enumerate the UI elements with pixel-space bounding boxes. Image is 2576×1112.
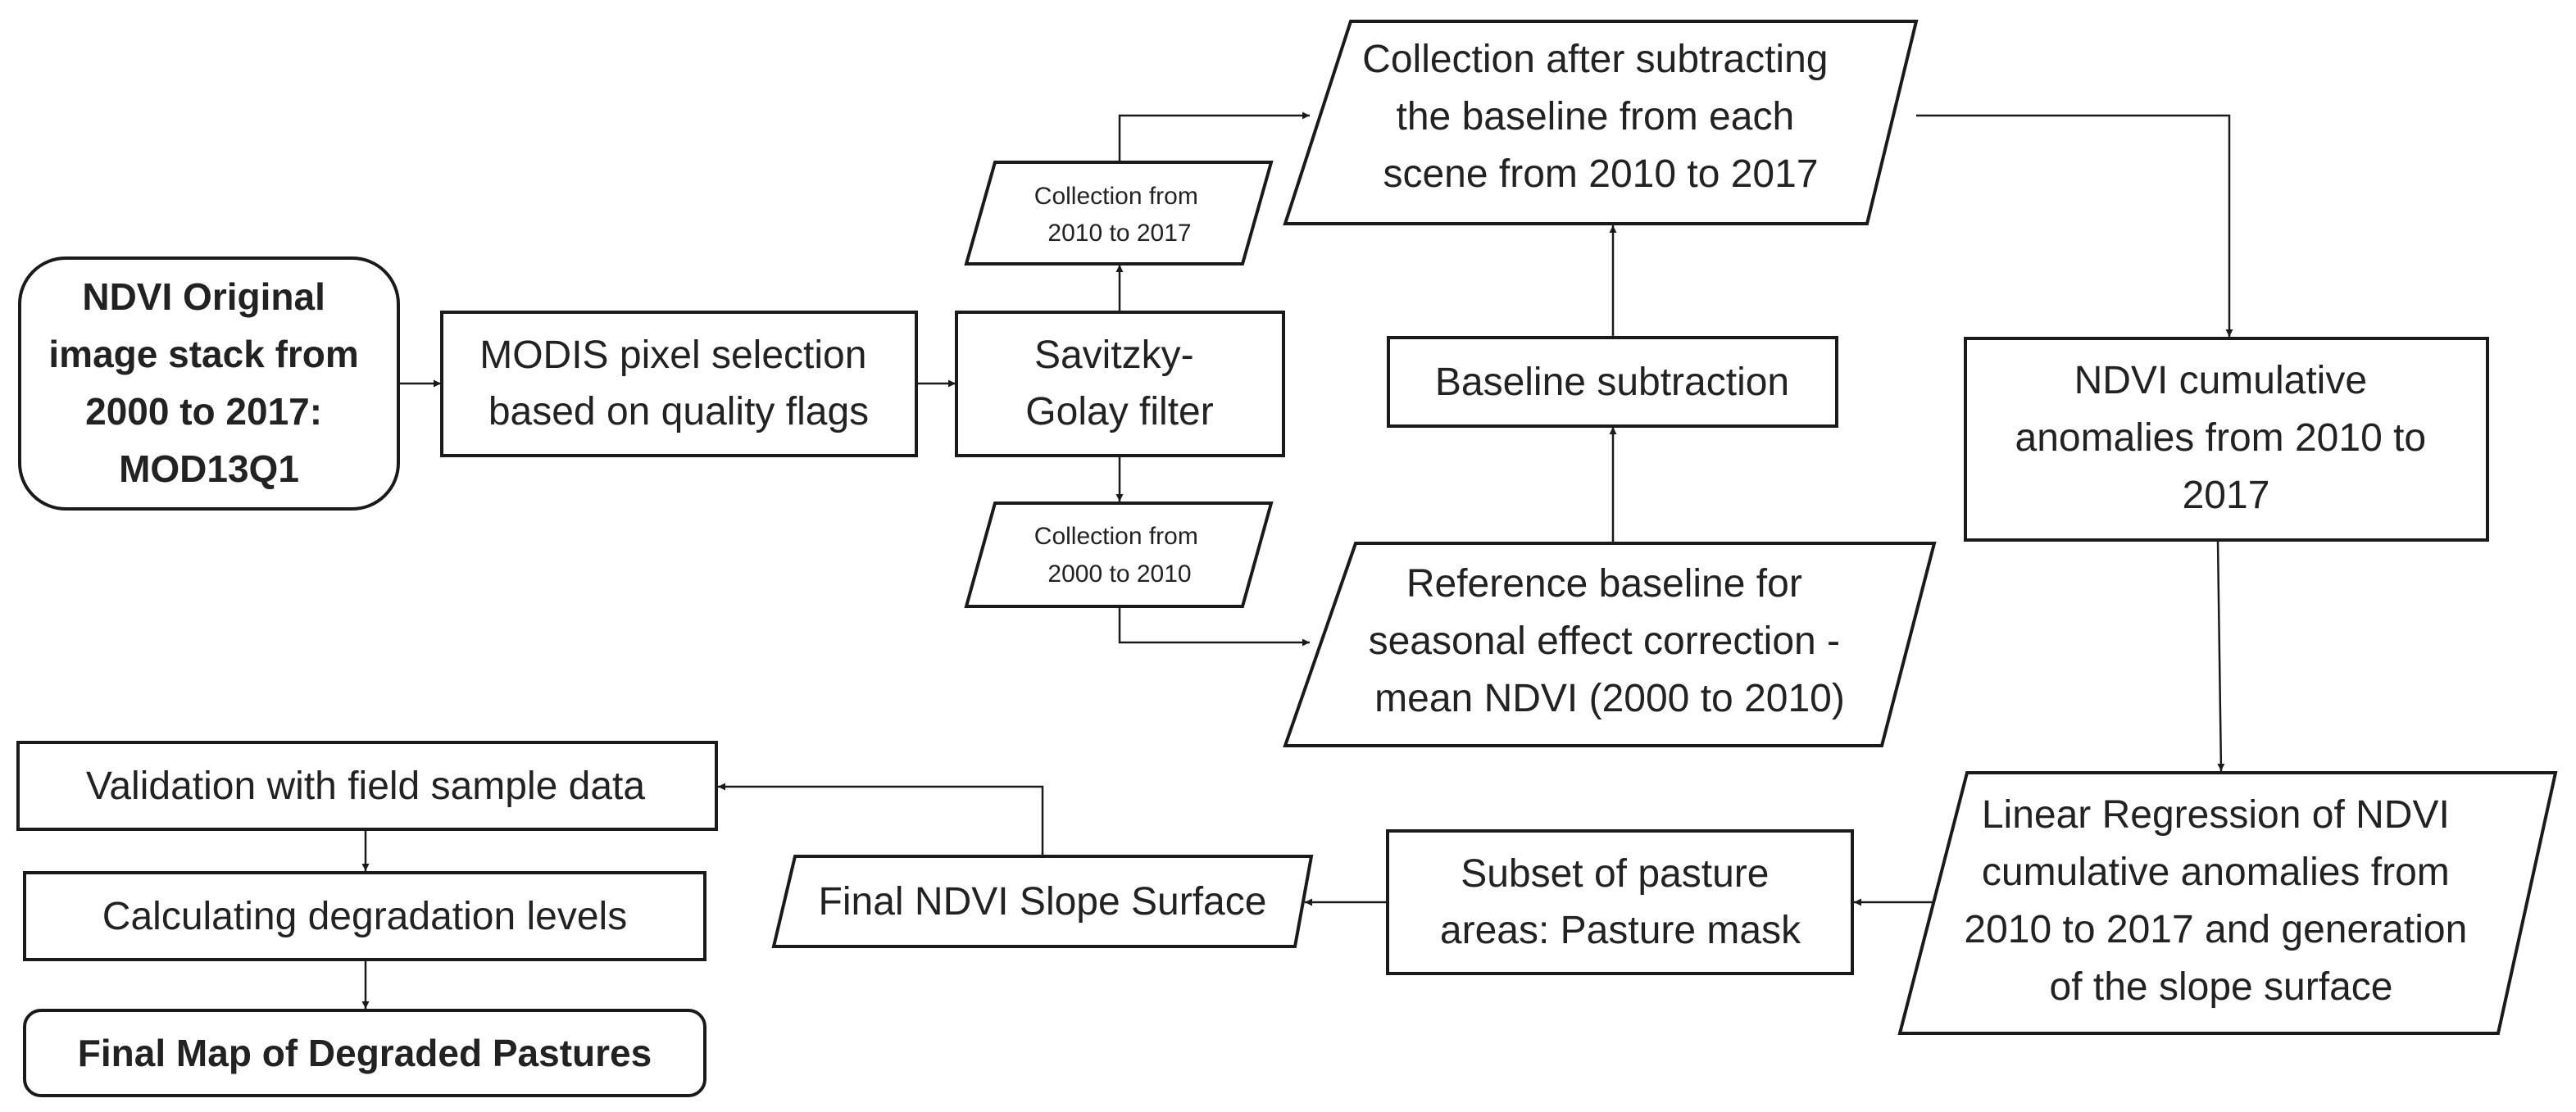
node-collection-2010-2017: Collection from 2010 to 2017	[964, 161, 1274, 266]
arrow-collection-after-to-cumulative-anomalies	[1916, 114, 2233, 337]
svg-text:Savitzky- Golay filter: Savitzky- Golay filter	[1025, 334, 1213, 433]
cumulative-anomalies-shape	[1964, 337, 2489, 542]
baseline-subtraction-line-1: Baseline subtraction	[1435, 361, 1789, 404]
cumulative-anomalies-line-3: 2017	[2183, 474, 2270, 517]
arrow-final-slope-to-validation	[718, 783, 1044, 856]
pasture-subset-line-1: Subset of pasture	[1461, 852, 1769, 896]
ndvi-original-line-1: NDVI Original	[82, 275, 325, 318]
node-ndvi-original: NDVI Original image stack from 2000 to 2…	[18, 256, 400, 511]
arrow-cumulative-anomalies-to-linear-regression	[2216, 540, 2225, 772]
svg-text:Reference baseline for s: Reference baseline for seasonal effect c…	[1369, 562, 1851, 720]
node-baseline-subtraction: Baseline subtraction	[1387, 336, 1838, 428]
final-slope-surface-shape	[771, 855, 1314, 948]
ndvi-original-line-2: image stack from	[48, 333, 358, 375]
collection-2000-2010-line-1: Collection from	[1034, 523, 1198, 550]
linear-regression-line-3: 2010 to 2017 and generation	[1964, 908, 2467, 951]
collection-2010-2017-line-1: Collection from	[1034, 183, 1198, 210]
svg-text:MODIS pixel selection ba: MODIS pixel selection based on quality f…	[479, 334, 878, 433]
linear-regression-line-2: cumulative anomalies from	[1982, 851, 2450, 894]
node-collection-2000-2010: Collection from 2000 to 2010	[964, 502, 1274, 608]
linear-regression-line-1: Linear Regression of NDVI	[1982, 793, 2450, 837]
svg-text:NDVI cumulative anomalie: NDVI cumulative anomalies from 2010 to 2…	[2015, 359, 2437, 517]
ndvi-original-shape	[18, 256, 400, 511]
node-validation: Validation with field sample data	[16, 741, 718, 831]
savitzky-golay-line-1: Savitzky-	[1034, 334, 1194, 377]
node-reference-baseline: Reference baseline for seasonal effect c…	[1283, 542, 1937, 747]
svg-text:Calculating degradation levels: Calculating degradation levels	[102, 895, 627, 938]
svg-text:Collection from 2000 to: Collection from 2000 to 2010	[1034, 523, 1205, 588]
collection-after-line-2: the baseline from each	[1397, 95, 1795, 138]
arrow-collection-2010-2017-to-collection-after	[1118, 111, 1310, 162]
collection-after-line-1: Collection after subtracting	[1362, 38, 1828, 81]
linear-regression-shape	[1897, 771, 2558, 1035]
degradation-levels-shape	[23, 871, 706, 961]
modis-selection-shape	[440, 311, 918, 457]
reference-baseline-line-2: seasonal effect correction -	[1369, 620, 1840, 663]
node-savitzky-golay: Savitzky- Golay filter	[955, 311, 1285, 457]
svg-text:Validation with field sample d: Validation with field sample data	[86, 765, 645, 808]
final-map-shape	[23, 1009, 706, 1097]
node-collection-after-subtracting: Collection after subtracting the baselin…	[1283, 20, 1919, 225]
baseline-subtraction-shape	[1387, 336, 1838, 428]
node-linear-regression: Linear Regression of NDVI cumulative ano…	[1897, 771, 2558, 1035]
degradation-levels-line-1: Calculating degradation levels	[102, 895, 627, 938]
pasture-subset-line-2: areas: Pasture mask	[1440, 909, 1801, 952]
final-slope-surface-line-1: Final NDVI Slope Surface	[819, 880, 1267, 924]
reference-baseline-shape	[1283, 542, 1937, 747]
linear-regression-line-4: of the slope surface	[2050, 965, 2393, 1009]
collection-2000-2010-shape	[964, 502, 1274, 608]
svg-text:Linear Regression of NDVI: Linear Regression of NDVI cumulative ano…	[1964, 793, 2478, 1009]
savitzky-golay-shape	[955, 311, 1285, 457]
modis-selection-line-2: based on quality flags	[488, 390, 869, 433]
cumulative-anomalies-line-2: anomalies from 2010 to	[2015, 416, 2427, 460]
node-final-map: Final Map of Degraded Pastures	[23, 1009, 706, 1097]
validation-shape	[16, 741, 718, 831]
modis-selection-line-1: MODIS pixel selection	[479, 334, 866, 377]
node-cumulative-anomalies: NDVI cumulative anomalies from 2010 to 2…	[1964, 337, 2489, 542]
svg-text:Final Map of Degraded Pastures: Final Map of Degraded Pastures	[78, 1032, 652, 1074]
svg-text:Final NDVI Slope Surface: Final NDVI Slope Surface	[819, 880, 1267, 924]
svg-text:NDVI Original image stac: NDVI Original image stack from 2000 to 2…	[48, 275, 369, 490]
reference-baseline-line-3: mean NDVI (2000 to 2010)	[1374, 677, 1845, 720]
node-degradation-levels: Calculating degradation levels	[23, 871, 706, 961]
arrow-collection-2000-2010-to-reference-baseline	[1118, 607, 1310, 647]
svg-text:Baseline subtraction: Baseline subtraction	[1435, 361, 1789, 404]
collection-after-line-3: scene from 2010 to 2017	[1383, 152, 1818, 196]
node-pasture-subset: Subset of pasture areas: Pasture mask	[1386, 829, 1854, 975]
ndvi-original-line-3: 2000 to 2017:	[85, 390, 322, 433]
reference-baseline-line-1: Reference baseline for	[1406, 562, 1802, 606]
cumulative-anomalies-line-1: NDVI cumulative	[2074, 359, 2367, 402]
pasture-subset-shape	[1386, 829, 1854, 975]
svg-text:Subset of pasture areas:: Subset of pasture areas: Pasture mask	[1440, 852, 1801, 952]
collection-2010-2017-line-2: 2010 to 2017	[1047, 220, 1191, 247]
final-map-line-1: Final Map of Degraded Pastures	[78, 1032, 652, 1074]
savitzky-golay-line-2: Golay filter	[1025, 390, 1213, 433]
node-modis-selection: MODIS pixel selection based on quality f…	[440, 311, 918, 457]
svg-text:Collection from 2010 to: Collection from 2010 to 2017	[1034, 183, 1205, 247]
validation-line-1: Validation with field sample data	[86, 765, 645, 808]
collection-2010-2017-shape	[964, 161, 1274, 266]
node-final-slope-surface: Final NDVI Slope Surface	[771, 855, 1314, 948]
connectors	[361, 111, 2233, 1009]
ndvi-original-line-4: MOD13Q1	[119, 447, 299, 490]
collection-2000-2010-line-2: 2000 to 2010	[1047, 561, 1191, 588]
collection-after-subtracting-shape	[1283, 20, 1919, 225]
svg-text:Collection after subtracting: Collection after subtracting the baselin…	[1362, 38, 1839, 196]
